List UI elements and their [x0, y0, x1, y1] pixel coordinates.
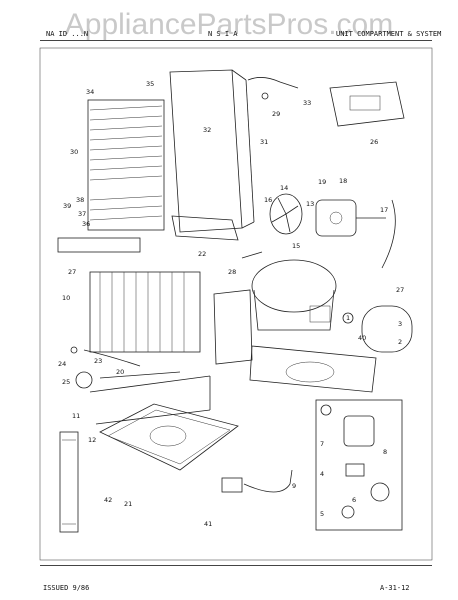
wire-20[interactable]	[99, 371, 181, 379]
relay-4[interactable]	[345, 463, 365, 477]
condenser-coil[interactable]	[87, 99, 165, 231]
clip-5[interactable]	[341, 505, 355, 519]
callout-2: 2	[398, 338, 402, 346]
callout-7: 7	[320, 440, 324, 448]
footer-page-number: A-31-12	[380, 584, 410, 592]
callout-17: 17	[380, 206, 388, 214]
callout-39: 39	[63, 202, 71, 210]
callout-26: 26	[370, 138, 378, 146]
header-section-title: UNIT COMPARTMENT & SYSTEM	[336, 30, 442, 38]
callout-42: 42	[104, 496, 112, 504]
callout-41: 41	[204, 520, 212, 528]
callout-30: 30	[70, 148, 78, 156]
watermark: AppliancePartsPros.com	[64, 8, 394, 41]
callout-13: 13	[306, 200, 314, 208]
callout-27-right: 27	[396, 286, 404, 294]
timer-25[interactable]	[75, 371, 93, 389]
back-panel[interactable]	[169, 69, 255, 233]
callout-16: 16	[264, 196, 272, 204]
header-rule	[40, 40, 432, 41]
callout-3: 3	[398, 320, 402, 328]
callout-25: 25	[62, 378, 70, 386]
callout-19: 19	[318, 178, 326, 186]
callout-28: 28	[228, 268, 236, 276]
callout-32: 32	[203, 126, 211, 134]
overload-28[interactable]	[241, 251, 263, 259]
callout-24: 24	[58, 360, 66, 368]
drain-tube[interactable]	[247, 77, 299, 89]
callout-27-left: 27	[68, 268, 76, 276]
callout-4: 4	[320, 470, 324, 478]
terminal-detail-circle	[361, 305, 413, 353]
callout-5: 5	[320, 510, 324, 518]
callout-34: 34	[86, 88, 94, 96]
callout-11: 11	[72, 412, 80, 420]
diagram-frame	[39, 47, 433, 561]
callout-9: 9	[292, 482, 296, 490]
callout-21: 21	[124, 500, 132, 508]
callout-1: 1	[346, 314, 350, 322]
callout-37: 37	[78, 210, 86, 218]
grommet-24[interactable]	[70, 346, 78, 354]
callout-18: 18	[339, 177, 347, 185]
overload-6[interactable]	[370, 482, 390, 502]
capacitor[interactable]	[221, 477, 243, 493]
callout-22: 22	[198, 250, 206, 258]
callout-12: 12	[88, 436, 96, 444]
access-panel-42[interactable]	[59, 431, 79, 533]
header-code: N S I A	[208, 30, 238, 38]
callout-15: 15	[292, 242, 300, 250]
callout-40: 40	[358, 334, 366, 342]
tube-27-right[interactable]	[381, 199, 396, 269]
callout-35: 35	[146, 80, 154, 88]
callout-36: 36	[82, 220, 90, 228]
relay-detail-inset	[315, 399, 403, 531]
header-model: NA ID ...N	[46, 30, 89, 38]
condenser-fan[interactable]	[269, 193, 303, 235]
callout-6: 6	[352, 496, 356, 504]
footer-issued: ISSUED 9/86	[43, 584, 90, 592]
callout-labels: 34 35 33 29 32 31 26 30 39 38 37 36 14 1…	[58, 80, 404, 528]
callout-10: 10	[62, 294, 70, 302]
callout-31: 31	[260, 138, 268, 146]
callout-23: 23	[94, 357, 102, 365]
power-cord-41[interactable]	[243, 483, 291, 493]
clip-29[interactable]	[261, 92, 269, 100]
evaporator-coil[interactable]	[89, 271, 201, 353]
rail-12[interactable]	[95, 409, 211, 425]
callout-38: 38	[76, 196, 84, 204]
callout-8: 8	[383, 448, 387, 456]
callout-14: 14	[280, 184, 288, 192]
rail-11[interactable]	[89, 375, 211, 393]
fan-motor[interactable]	[315, 199, 386, 237]
control-box[interactable]	[329, 81, 405, 127]
compressor[interactable]	[251, 259, 337, 331]
drain-pan[interactable]	[99, 403, 239, 471]
baffle-22[interactable]	[171, 215, 239, 241]
callout-29: 29	[272, 110, 280, 118]
mounting-bracket-left[interactable]	[57, 237, 141, 253]
base-frame[interactable]	[213, 289, 377, 393]
footer-rule	[40, 565, 432, 566]
callout-marker-1	[342, 312, 354, 324]
relay-cover-7[interactable]	[343, 415, 375, 447]
tube-23[interactable]	[83, 349, 141, 367]
callout-33: 33	[303, 99, 311, 107]
callout-20: 20	[116, 368, 124, 376]
